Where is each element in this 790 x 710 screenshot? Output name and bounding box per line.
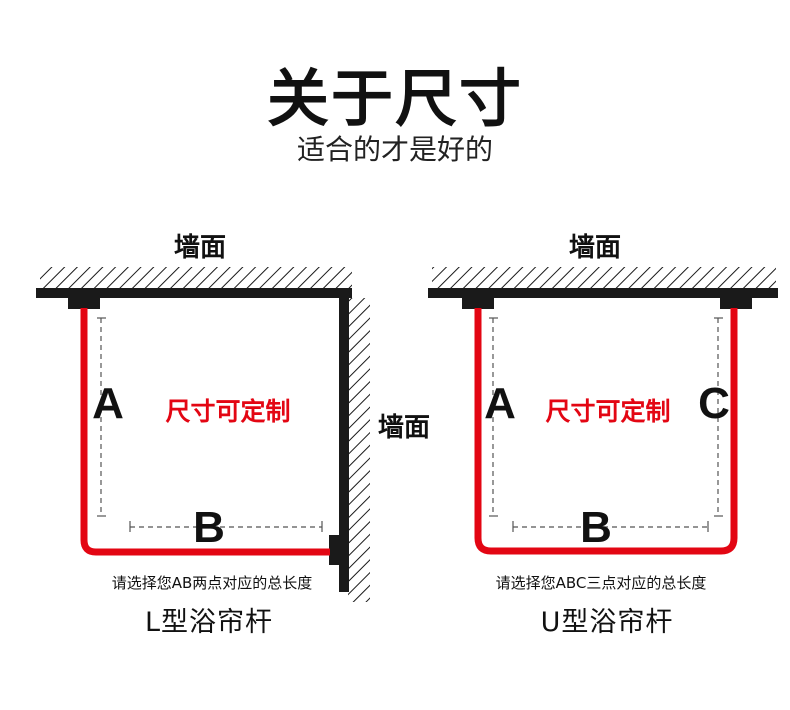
u-top-wall — [428, 288, 778, 298]
u-point-a: A — [484, 379, 516, 428]
u-point-b: B — [580, 503, 612, 552]
u-dimension-lines — [489, 317, 723, 532]
u-type-name: U型浴帘杆 — [541, 607, 674, 638]
page-subtitle: 适合的才是好的 — [296, 133, 493, 166]
u-custom-size-label: 尺寸可定制 — [545, 397, 670, 426]
l-point-a: A — [92, 379, 124, 428]
l-point-b: B — [193, 503, 225, 552]
l-type-diagram: 墙面 墙面 A B 尺寸可定制 请选择您AB两点对应的总长度 L型浴帘杆 — [36, 233, 430, 638]
l-wall-mount-bracket — [329, 535, 342, 565]
l-side-wall — [339, 288, 349, 592]
l-type-name: L型浴帘杆 — [145, 607, 273, 638]
l-shower-rod — [80, 308, 330, 556]
u-right-mount-bracket — [720, 296, 752, 309]
l-custom-size-label: 尺寸可定制 — [165, 397, 290, 426]
l-ceiling-mount-bracket — [68, 296, 100, 309]
u-type-diagram: 墙面 A C B 尺寸可定制 请选择您ABC三点对应的总长度 U型浴帘杆 — [428, 233, 778, 638]
l-dimension-lines — [97, 317, 323, 532]
u-point-c: C — [698, 379, 730, 428]
u-shower-rod — [474, 308, 738, 555]
l-side-wall-label: 墙面 — [378, 413, 430, 443]
l-side-wall-hatch — [348, 298, 370, 602]
l-top-wall-label: 墙面 — [174, 233, 226, 263]
page-title: 关于尺寸 — [266, 62, 523, 135]
u-left-mount-bracket — [462, 296, 494, 309]
u-top-wall-hatch — [432, 267, 776, 288]
u-top-wall-label: 墙面 — [569, 233, 621, 263]
l-top-wall — [36, 288, 352, 298]
l-top-wall-hatch — [40, 267, 352, 288]
l-length-note: 请选择您AB两点对应的总长度 — [112, 574, 313, 592]
u-length-note: 请选择您ABC三点对应的总长度 — [496, 574, 707, 592]
